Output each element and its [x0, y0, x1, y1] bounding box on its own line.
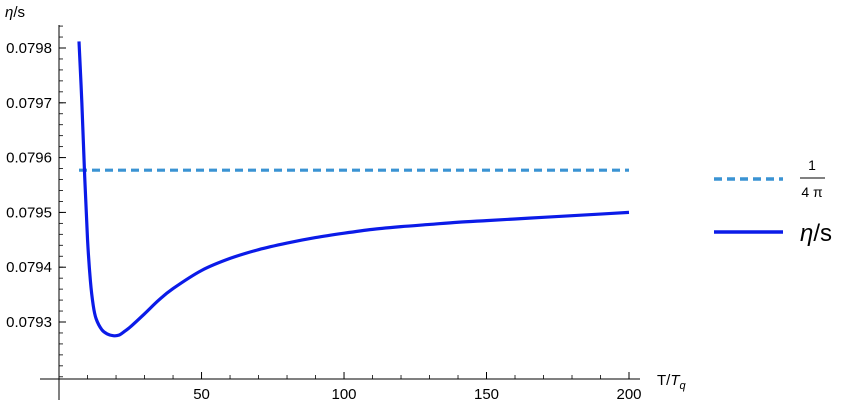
y-tick-label: 0.0796: [6, 150, 52, 167]
x-tick-label: 100: [332, 386, 357, 403]
series-layer: [77, 41, 630, 338]
x-axis-label: T/Tq: [657, 372, 687, 392]
legend-label-denominator: 4 π: [801, 184, 823, 200]
x-tick-label: 50: [193, 386, 210, 403]
x-tick-label: 150: [474, 386, 499, 403]
y-axis-label: η/s: [5, 4, 25, 21]
x-axis-ticks: 50 100 150 200: [87, 372, 642, 403]
legend-label-eta-s: η/s: [800, 220, 832, 247]
series-line-eta-s: [77, 41, 630, 338]
y-tick-label: 0.0798: [6, 40, 52, 57]
y-tick-label: 0.0797: [6, 95, 52, 112]
legend: 1 4 π η/s: [714, 157, 832, 247]
legend-label-numerator: 1: [808, 157, 816, 173]
y-tick-label: 0.0795: [6, 204, 52, 221]
y-axis-ticks: 0.0793 0.0794 0.0795 0.0796 0.0797 0.0798: [6, 25, 66, 378]
y-tick-label: 0.0793: [6, 314, 52, 331]
x-tick-label: 200: [616, 386, 641, 403]
y-tick-label: 0.0794: [6, 259, 52, 276]
